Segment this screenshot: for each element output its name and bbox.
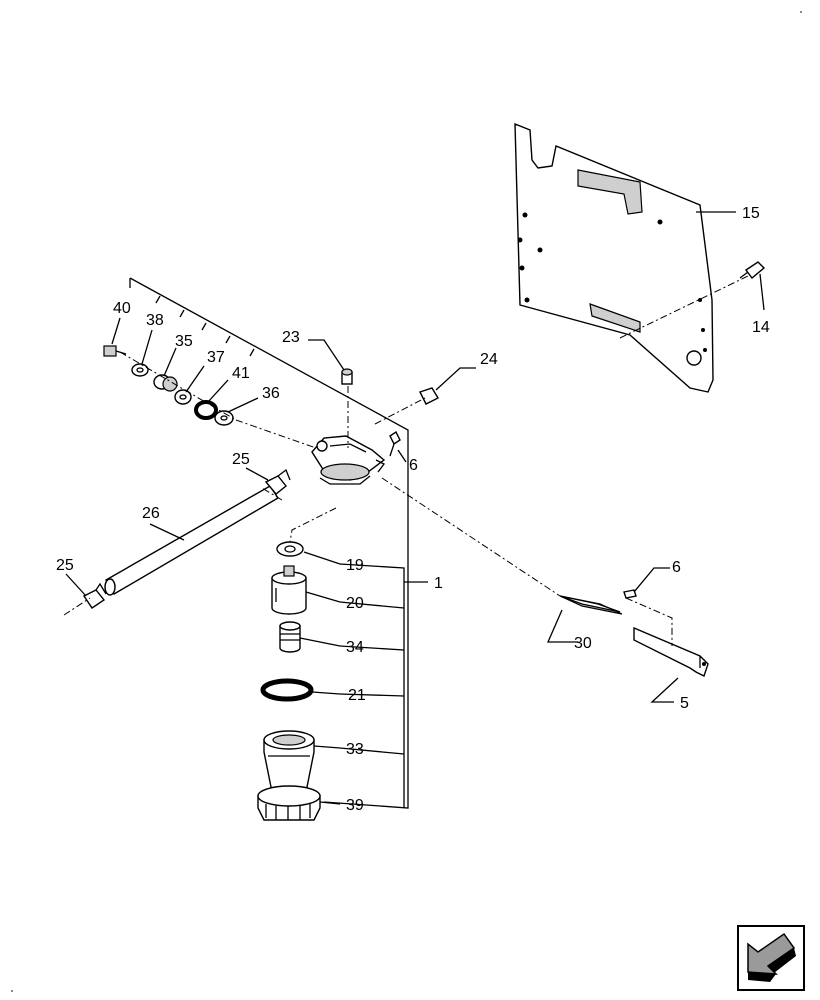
bushing-part-35 (153, 374, 178, 392)
callout-37: 37 (207, 349, 225, 366)
callout-35: 35 (175, 333, 193, 350)
callout-21: 21 (348, 687, 366, 704)
bracket-part-5 (633, 626, 709, 677)
callout-15: 15 (742, 205, 760, 222)
screw-part-6-lower (623, 589, 637, 599)
callout-6-lower: 6 (672, 559, 681, 576)
callout-labels: 40 38 35 37 41 36 23 24 6 25 26 25 19 20… (56, 205, 770, 814)
callout-26: 26 (142, 505, 160, 522)
panel-part-15 (514, 122, 714, 393)
oring-part-21 (260, 678, 314, 702)
callout-6-upper: 6 (409, 457, 418, 474)
leader-lines (65, 211, 765, 809)
plug-part-23 (341, 368, 353, 385)
fitting-part-24 (419, 387, 439, 405)
callout-24: 24 (480, 351, 498, 368)
callout-25-lower: 25 (56, 557, 74, 574)
washer-part-37 (174, 389, 192, 405)
washer-part-38 (131, 363, 149, 377)
element-part-34 (279, 621, 301, 653)
callout-40: 40 (113, 300, 131, 317)
clamp-part-25-lower (82, 582, 107, 609)
nut-part-39 (257, 785, 321, 821)
filter-stack (257, 541, 321, 821)
callout-1: 1 (434, 575, 443, 592)
callout-5: 5 (680, 695, 689, 712)
callout-34: 34 (346, 639, 364, 656)
callout-23: 23 (282, 329, 300, 346)
callout-14: 14 (752, 319, 770, 336)
washer-stack (103, 345, 234, 426)
callout-41: 41 (232, 365, 250, 382)
clip-part-30 (559, 595, 623, 615)
clamp-part-25-upper (264, 468, 291, 495)
arrow-left-down-icon[interactable] (737, 925, 805, 991)
filter-part-20 (271, 565, 307, 615)
screw-part-6-upper (389, 430, 401, 457)
bolt-part-40 (103, 345, 127, 357)
callout-36: 36 (262, 385, 280, 402)
callout-39: 39 (346, 797, 364, 814)
assembly-lines (63, 275, 749, 646)
washer-part-19 (276, 541, 304, 557)
hose-part-26 (104, 485, 279, 596)
bolt-part-14 (739, 261, 766, 280)
callout-25-upper: 25 (232, 451, 250, 468)
callout-19: 19 (346, 557, 364, 574)
callout-33: 33 (346, 741, 364, 758)
callout-20: 20 (346, 595, 364, 612)
oring-part-41 (194, 400, 218, 420)
filter-head-part (311, 435, 386, 485)
callout-38: 38 (146, 312, 164, 329)
callout-30: 30 (574, 635, 592, 652)
bowl-part-33 (263, 730, 315, 793)
